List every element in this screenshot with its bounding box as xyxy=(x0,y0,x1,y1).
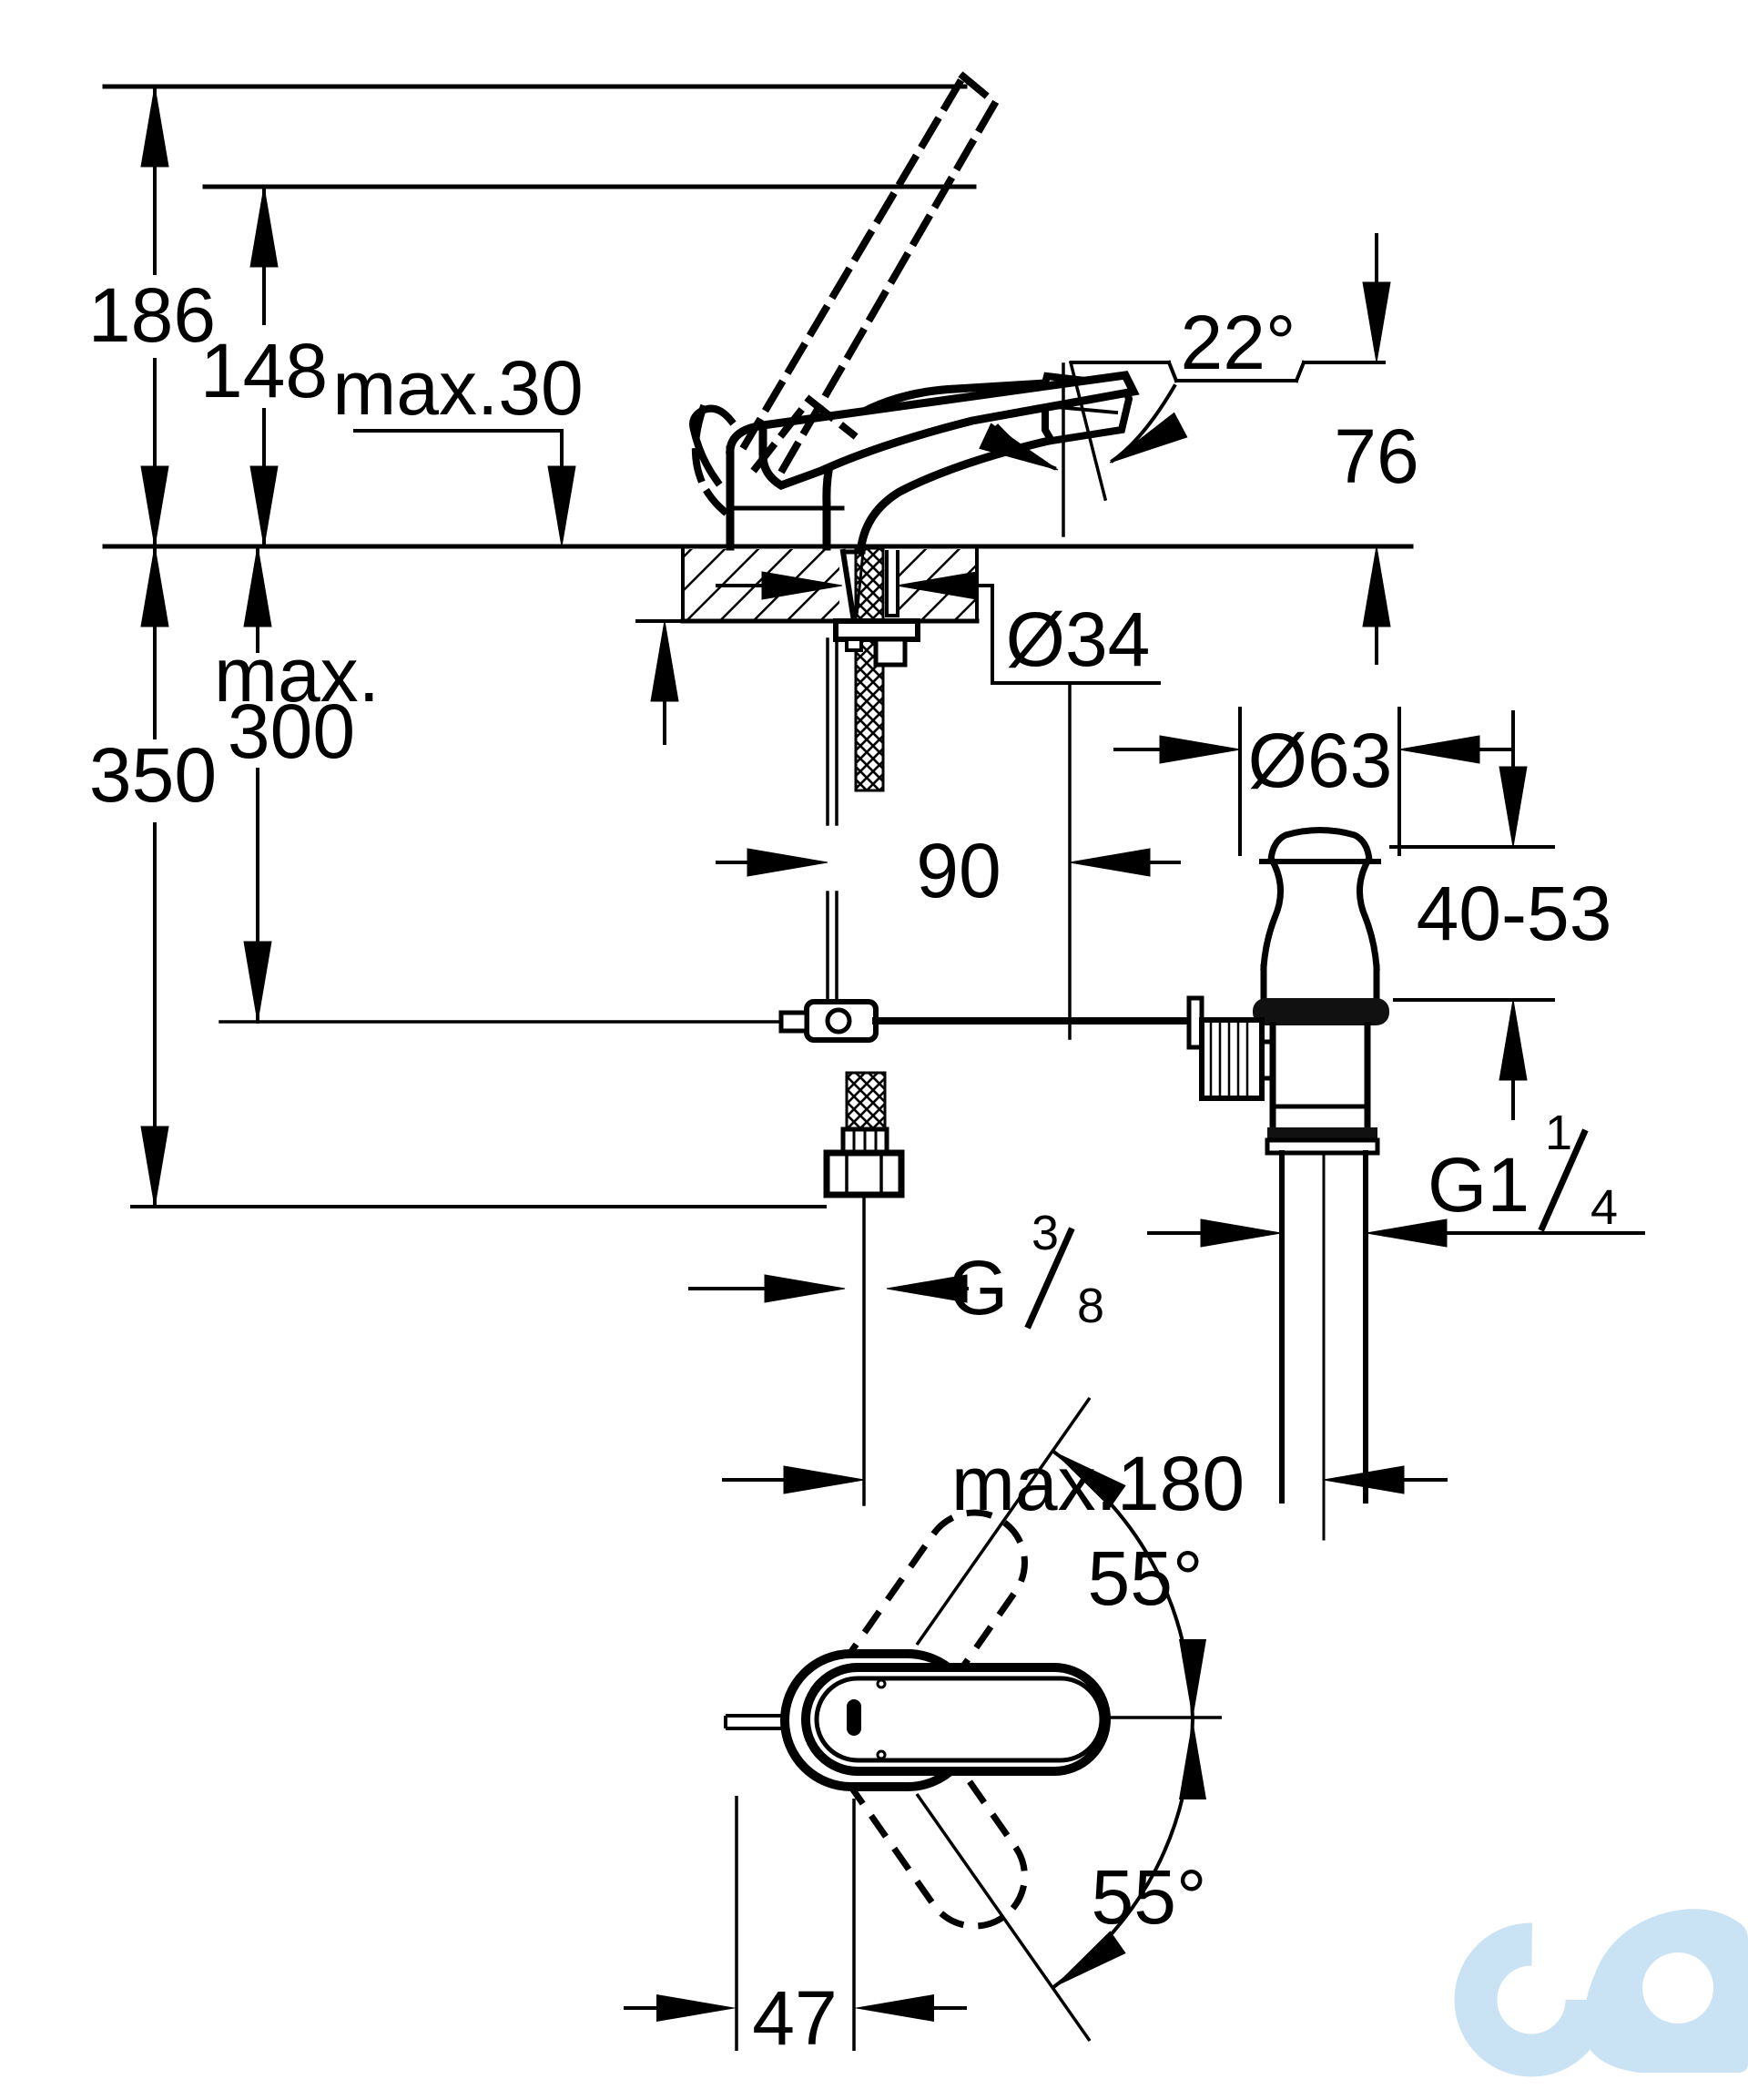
dim-label-hose-reach-1: max. xyxy=(214,632,380,718)
dim-label-install-depth: 350 xyxy=(89,732,217,818)
spout-angle-annotation xyxy=(979,360,1386,537)
waste-o-ring xyxy=(1253,998,1389,1025)
dim-label-handle-width: 47 xyxy=(752,1975,837,2061)
supply-thread-numerator: 3 xyxy=(1032,1206,1059,1260)
dim-label-waste-thread: G1 1 4 xyxy=(1428,1106,1618,1235)
dim-label-outlet-height: 76 xyxy=(1334,413,1418,499)
dim-label-deck-thickness: max.30 xyxy=(332,345,583,431)
dim-label-hose-reach-2: 300 xyxy=(228,688,355,774)
dim-label-swivel-bottom: 55° xyxy=(1091,1854,1206,1940)
dim-label-hole-diameter: Ø34 xyxy=(1006,596,1151,682)
top-view: 55° 55° 47 xyxy=(624,1396,1222,2061)
dim-label-spout-height-ref: 148 xyxy=(200,328,328,413)
waste-plug-cap xyxy=(1267,827,1373,863)
lever-handle-side xyxy=(758,371,1140,490)
supply-thread-denominator: 8 xyxy=(1077,1279,1104,1333)
waste-thread-base: G1 xyxy=(1428,1142,1530,1228)
mounting-shank xyxy=(833,546,920,792)
dim-label-spout-angle: 22° xyxy=(1180,300,1296,385)
faucet-body xyxy=(689,371,1140,552)
dim-label-rod-offset: 90 xyxy=(916,828,1001,913)
dim-label-swivel-top: 55° xyxy=(1087,1535,1203,1621)
lever-handle-top xyxy=(801,1663,1111,1776)
logo-c-glyph xyxy=(1454,1922,1609,2077)
dimension-lines xyxy=(130,85,1645,1494)
lever-raised-dashed xyxy=(691,71,1001,516)
pop-up-waste xyxy=(1186,827,1389,1541)
logo-o-glyph xyxy=(1584,1909,1748,2073)
supply-thread-base: G xyxy=(949,1245,1008,1330)
handle-notch xyxy=(847,1699,861,1736)
dim-label-supply-thread: G 3 8 xyxy=(949,1206,1104,1333)
pop-up-pull-rod-top xyxy=(689,404,737,487)
waste-thread-numerator: 1 xyxy=(1545,1106,1572,1160)
supply-hose xyxy=(823,1071,905,1506)
brand-logo xyxy=(1454,1909,1748,2077)
side-view: 186 148 max.30 22° 76 Ø34 max. 300 350 9… xyxy=(88,71,1645,1541)
waste-thread-denominator: 4 xyxy=(1590,1180,1618,1235)
dim-label-total-height: 186 xyxy=(88,272,216,358)
dim-label-clamping-range: 40-53 xyxy=(1417,871,1612,956)
pop-up-rod xyxy=(778,637,1193,1043)
dim-label-waste-flange-diameter: Ø63 xyxy=(1248,718,1393,803)
